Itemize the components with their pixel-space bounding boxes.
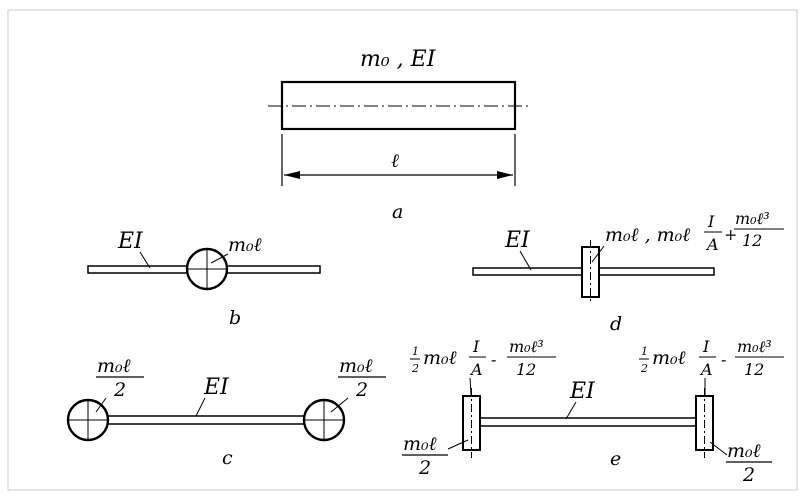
stiffness-label-e: EI (569, 379, 596, 404)
caption-a: a (392, 201, 403, 223)
figure-a-title: m₀ , EI (360, 47, 437, 72)
dim-arrow-left (284, 171, 300, 179)
end-mass-num-e-left: m₀ℓ (403, 433, 437, 455)
frac2-num-d: m₀ℓ³ (735, 209, 770, 228)
length-label: ℓ (391, 150, 399, 172)
leader-mass-b (210, 253, 229, 264)
stiffness-label-c: EI (203, 375, 230, 400)
mass-label-b: m₀ℓ (228, 234, 262, 256)
beam-e (479, 417, 697, 427)
minus-e-left: - (491, 350, 496, 369)
beam-c (89, 415, 327, 425)
caption-e: e (610, 448, 621, 470)
leader-mass-d (591, 245, 605, 263)
mass-prefix-e-right: m₀ℓ (652, 347, 686, 369)
caption-d: d (610, 313, 622, 335)
half-num-e-left: 1 (412, 345, 419, 358)
frac2-num-e-right: m₀ℓ³ (737, 337, 772, 356)
leader-mass-c-right (330, 397, 349, 413)
figure-d: EI m₀ℓ , m₀ℓ I A + m₀ℓ³ 12 d (472, 209, 784, 335)
leader-ei-c (195, 397, 206, 417)
frac2-den-e-right: 12 (744, 360, 764, 379)
frac-A-d: A (705, 235, 719, 254)
mass-den-c-right: 2 (355, 379, 368, 401)
page-frame (7, 9, 798, 491)
frac-I-e-right: I (702, 337, 710, 356)
mass-num-c-left: m₀ℓ (97, 355, 131, 377)
mass-den-c-left: 2 (113, 379, 126, 401)
half-den-e-right: 2 (640, 362, 648, 375)
frac2-den-e-left: 12 (516, 360, 536, 379)
figure-a: m₀ , EI ℓ a (268, 47, 528, 223)
minus-e-right: - (721, 350, 726, 369)
end-mass-den-e-left: 2 (418, 457, 431, 479)
leader-end-e-left (447, 439, 469, 450)
frac2-den-d: 12 (742, 231, 762, 250)
frac-A-e-right: A (699, 360, 713, 379)
frac2-num-e-left: m₀ℓ³ (509, 337, 544, 356)
half-num-e-right: 1 (641, 345, 648, 358)
end-mass-den-e-right: 2 (742, 464, 755, 486)
half-den-e-left: 2 (411, 362, 419, 375)
mass-num-c-right: m₀ℓ (339, 355, 373, 377)
figure-c: m₀ℓ 2 m₀ℓ 2 EI c (66, 355, 386, 469)
frac-I-d: I (707, 212, 715, 231)
mass-prefix-e-left: m₀ℓ (423, 347, 457, 369)
leader-mass-c-left (95, 397, 107, 413)
caption-b: b (229, 307, 241, 329)
figure-e: EI 1 2 m₀ℓ I A - m₀ℓ³ 12 1 2 m₀ℓ I A - m… (402, 337, 784, 486)
stiffness-label-d: EI (504, 228, 531, 253)
leader-end-e-right (709, 441, 728, 456)
plus-d: + (724, 225, 737, 244)
end-mass-num-e-right: m₀ℓ (727, 440, 761, 462)
frac-A-e-left: A (469, 360, 483, 379)
frac-I-e-left: I (472, 337, 480, 356)
stiffness-label-b: EI (117, 229, 144, 254)
figure-b: EI m₀ℓ b (87, 229, 321, 329)
dim-arrow-right (497, 171, 513, 179)
leader-top-e-left (469, 377, 472, 396)
leader-ei-d (519, 250, 532, 271)
leader-ei-e (565, 401, 577, 420)
leader-ei-b (139, 251, 151, 269)
mass-prefix-d: m₀ℓ , m₀ℓ (605, 224, 690, 246)
caption-c: c (222, 447, 233, 469)
